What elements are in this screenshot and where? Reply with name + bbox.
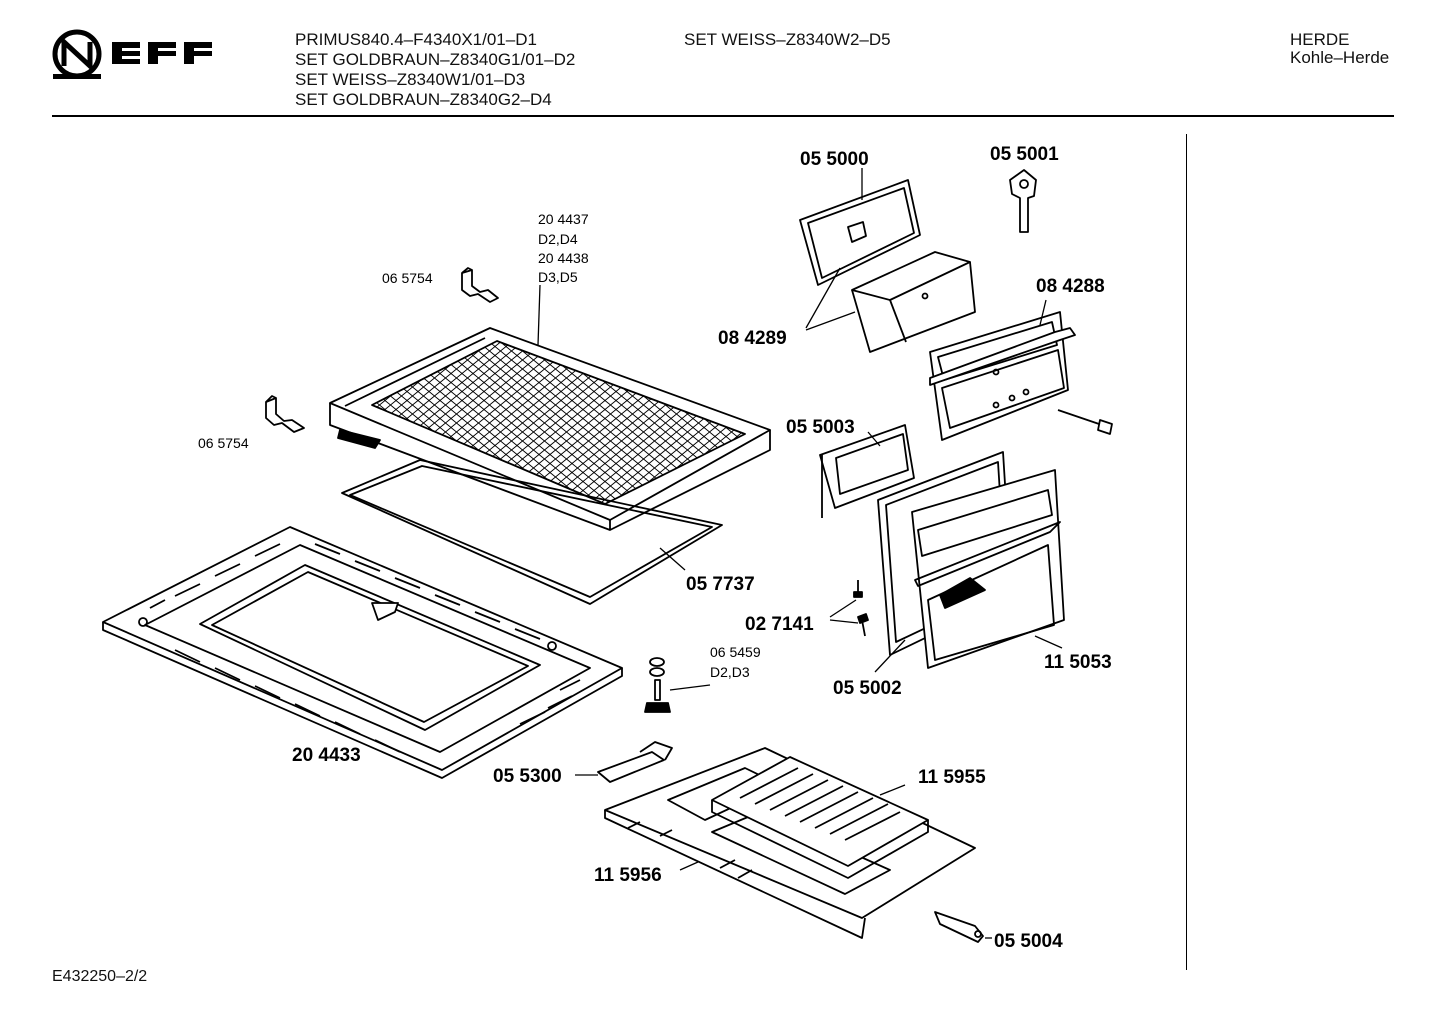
label-055300: 05 5300 (493, 766, 562, 787)
label-057737: 05 7737 (686, 574, 755, 595)
label-065459-variant: D2,D3 (710, 664, 750, 680)
fire-grate (711, 756, 929, 879)
label-065754-left: 06 5754 (198, 435, 249, 451)
label-055004: 05 5004 (994, 931, 1063, 952)
label-115053: 11 5053 (1044, 652, 1112, 673)
model-line-1: PRIMUS840.4–F4340X1/01–D1 (295, 30, 537, 49)
neff-logo (52, 29, 212, 79)
header-divider (52, 115, 1394, 117)
flue-clip (597, 741, 673, 783)
ash-box (851, 251, 976, 353)
lever-handle (934, 911, 984, 943)
ash-tray (604, 747, 976, 939)
label-204438: 20 4438 (538, 250, 589, 266)
label-055003: 05 5003 (786, 417, 855, 438)
label-065459: 06 5459 (710, 644, 761, 660)
label-204437: 20 4437 (538, 211, 589, 227)
category-title: HERDE (1290, 30, 1350, 49)
label-055001: 05 5001 (990, 144, 1059, 165)
main-door (877, 451, 1065, 669)
model-line-2: SET GOLDBRAUN–Z8340G1/01–D2 (295, 50, 576, 69)
model-list: PRIMUS840.4–F4340X1/01–D1 SET GOLDBRAUN–… (295, 30, 575, 110)
label-204433: 20 4433 (292, 745, 361, 766)
adjusting-foot (644, 657, 671, 713)
model-line-3: SET WEISS–Z8340W1/01–D3 (295, 70, 526, 89)
gasket-seal (341, 459, 723, 605)
hinge-part (819, 424, 915, 518)
label-084288: 08 4288 (1036, 276, 1105, 297)
clip-left (265, 395, 305, 433)
lid-plate (799, 179, 921, 286)
label-065754-top: 06 5754 (382, 270, 433, 286)
document-code: E432250–2/2 (52, 968, 148, 985)
label-115955: 11 5955 (918, 767, 986, 788)
label-204437-variant: D2,D4 (538, 231, 578, 247)
category-block: HERDE Kohle–Herde (1290, 30, 1389, 68)
label-055002: 05 5002 (833, 678, 902, 699)
door-bolt (1057, 409, 1113, 435)
label-084289: 08 4289 (718, 328, 787, 349)
hotplate-cover (329, 327, 771, 531)
label-055000: 05 5000 (800, 149, 869, 170)
clip-top (461, 267, 499, 303)
screws (853, 580, 869, 637)
cooktop-frame (102, 526, 623, 779)
label-027141: 02 7141 (745, 614, 814, 635)
model-line-5: SET WEISS–Z8340W2–D5 (684, 30, 891, 49)
model-line-4: SET GOLDBRAUN–Z8340G2–D4 (295, 90, 552, 109)
label-204438-variant: D3,D5 (538, 269, 578, 285)
hook-latch (1009, 169, 1037, 233)
upper-door (929, 311, 1076, 441)
side-divider (1186, 134, 1187, 970)
label-115956: 11 5956 (594, 865, 662, 886)
category-subtitle: Kohle–Herde (1290, 48, 1390, 67)
